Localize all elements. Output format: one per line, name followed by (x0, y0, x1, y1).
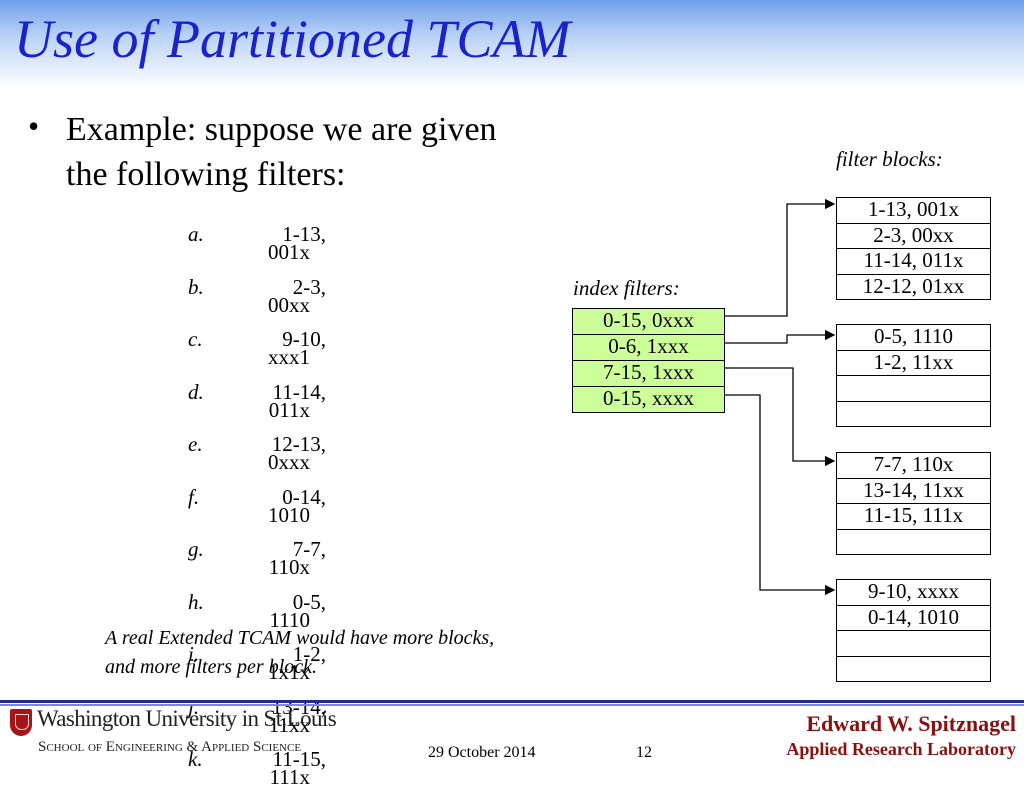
filter-range: 9-10, (282, 327, 326, 351)
filter-range: 7-7, (292, 537, 326, 561)
bullet-text: Example: suppose we are given the follow… (66, 107, 606, 197)
filter-letter: c. (188, 327, 203, 351)
filter-item: i. 1-2,1x1x (0, 644, 340, 688)
arrow-to-block-1 (725, 198, 836, 317)
filter-mask: 1010 (268, 502, 310, 527)
filter-range: 1-2, (292, 642, 326, 666)
filter-item: a. 1-13,001x (0, 224, 340, 268)
filter-letter: g. (188, 537, 204, 561)
filter-block-3-cell (836, 528, 991, 555)
filter-block-1-cell: 12-12, 01xx (836, 273, 991, 300)
filter-block-4-cell: 9-10, xxxx (836, 579, 991, 606)
footnote: A real Extended TCAM would have more blo… (105, 624, 625, 682)
filter-letter: i. (188, 642, 200, 666)
lab-name: Applied Research Laboratory (786, 739, 1016, 759)
arrow-to-block-3 (725, 367, 836, 467)
filter-range: 2-3, (292, 274, 326, 299)
index-filters-label: index filters: (573, 276, 680, 300)
footnote-line-1: A real Extended TCAM would have more blo… (105, 627, 495, 649)
arrow-to-block-4 (725, 394, 836, 596)
connector-arrows (725, 198, 836, 596)
footer-rule (0, 700, 1024, 703)
index-filter-cell: 0-15, 0xxx (572, 308, 725, 335)
filter-block-4-cell: 0-14, 1010 (836, 604, 991, 631)
footnote-line-2: and more filters per block. (105, 656, 318, 678)
filter-item: h. 0-5,1110 (0, 589, 340, 636)
filter-range: 1-13, (282, 222, 326, 246)
school-name: School of Engineering & Applied Science (38, 739, 302, 755)
filter-range: 0-5, (292, 589, 326, 614)
slide-date: 29 October 2014 (428, 744, 536, 761)
filter-range: 11-14, (272, 379, 326, 404)
filter-item: g. 7-7,110x (0, 539, 340, 583)
filter-block-3-cell: 13-14, 11xx (836, 477, 991, 504)
filter-block-1-cell: 2-3, 00xx (836, 222, 991, 249)
filter-block-2-cell: 0-5, 1110 (836, 324, 991, 351)
filter-item: f. 0-14,1010 (0, 484, 340, 531)
filter-letter: h. (188, 589, 204, 614)
university-name: Washington University in St.Louis (37, 706, 337, 731)
filter-letter: f. (188, 484, 200, 509)
filter-letter: k. (188, 747, 203, 771)
filter-range: 12-13, (271, 432, 326, 456)
filter-mask: 11xx (268, 712, 310, 737)
filter-block-3-cell: 11-15, 111x (836, 503, 991, 530)
author-name: Edward W. Spitznagel (806, 711, 1016, 736)
arrow-to-block-2 (725, 329, 836, 344)
filter-letter: b. (188, 274, 204, 299)
filter-item: c. 9-10,xxx1 (0, 329, 340, 373)
filter-item: b. 2-3,00xx (0, 274, 340, 321)
index-filter-cell: 7-15, 1xxx (572, 360, 725, 387)
title-banner (0, 0, 1024, 88)
university-seal-icon (10, 709, 32, 736)
index-filter-cell: 0-6, 1xxx (572, 334, 725, 361)
filter-block-1-cell: 11-14, 011x (836, 248, 991, 275)
filter-blocks-label: filter blocks: (836, 147, 943, 171)
bullet-icon: • (28, 108, 40, 144)
filter-mask: 1110 (269, 607, 310, 632)
filter-mask: 00xx (268, 292, 310, 317)
filter-block-2-cell (836, 400, 991, 427)
bullet-line-1: Example: suppose we are given (66, 111, 497, 148)
filter-letter: j. (188, 694, 200, 719)
filter-mask: 1x1x (268, 660, 310, 684)
filter-block-4-cell (836, 655, 991, 682)
filter-block-2-cell (836, 375, 991, 402)
filter-mask: xxx1 (268, 345, 310, 369)
filter-mask: 111x (269, 765, 310, 789)
filter-block-3-cell: 7-7, 110x (836, 452, 991, 479)
bullet-line-2: the following filters: (66, 156, 346, 193)
slide-title: Use of Partitioned TCAM (14, 9, 571, 69)
filter-item: d. 11-14,011x (0, 379, 340, 426)
footer-rule-light (0, 704, 1024, 706)
index-filter-cell: 0-15, xxxx (572, 386, 725, 413)
filter-item: e. 12-13,0xxx (0, 434, 340, 478)
filter-mask: 001x (268, 240, 310, 264)
page-number: 12 (636, 744, 652, 761)
filter-letter: d. (188, 379, 204, 404)
filter-block-4-cell (836, 630, 991, 657)
filter-mask: 011x (268, 397, 310, 422)
filter-range: 0-14, (282, 484, 326, 509)
filter-letter: e. (188, 432, 203, 456)
filter-range: 11-15, (272, 747, 326, 771)
filter-block-1-cell: 1-13, 001x (836, 197, 991, 224)
filter-letter: a. (188, 222, 204, 246)
filter-mask: 0xxx (268, 450, 310, 474)
filter-mask: 110x (268, 555, 310, 579)
filter-block-2-cell: 1-2, 11xx (836, 349, 991, 376)
